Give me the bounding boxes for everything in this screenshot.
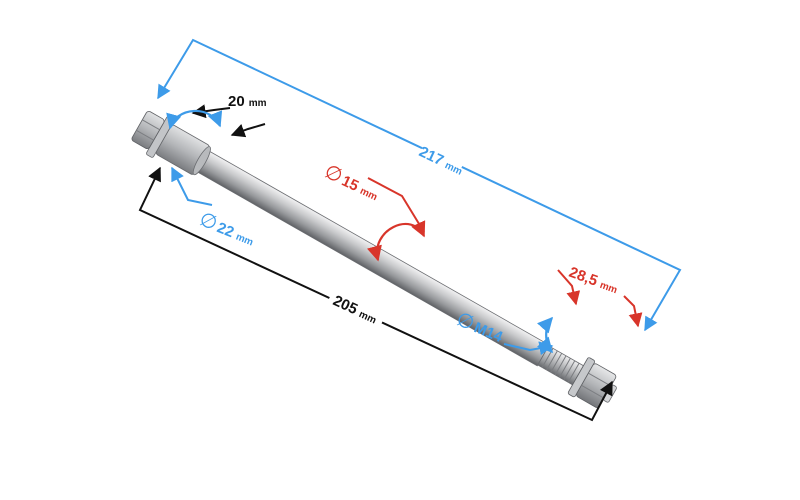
collar-length-arrow-2 bbox=[230, 123, 266, 138]
dimension-collar-length: 20 mm bbox=[191, 93, 267, 138]
collar-diameter-unit: mm bbox=[234, 232, 255, 249]
shaft-diameter-arc bbox=[367, 220, 426, 262]
shaft-diameter-leader bbox=[367, 177, 425, 233]
axle-bolt bbox=[131, 110, 617, 408]
collar-length-unit: mm bbox=[249, 98, 267, 109]
dimension-nut-size: 28,5mm bbox=[557, 264, 643, 328]
dimension-collar-diameter: ∅22mm bbox=[166, 109, 258, 250]
shank-length-line bbox=[138, 166, 613, 422]
collar-length-value: 20 bbox=[228, 93, 245, 110]
shaft-diameter-unit: mm bbox=[358, 186, 379, 204]
nut-size-unit: mm bbox=[598, 280, 619, 296]
nut-size-arrow-1 bbox=[557, 269, 581, 306]
collar-diameter-value: 22 bbox=[215, 219, 237, 241]
dimension-shaft-diameter: ∅15mm bbox=[321, 161, 426, 262]
svg-text:28,5mm: 28,5mm bbox=[567, 264, 621, 297]
collar-diameter-arc bbox=[166, 109, 223, 130]
svg-text:∅22mm: ∅22mm bbox=[196, 208, 258, 250]
nut-size-arrow-2 bbox=[623, 295, 643, 328]
bolt-head bbox=[131, 110, 165, 150]
collar-diameter-leader bbox=[171, 166, 213, 206]
dimension-shank-length: 205mm bbox=[138, 166, 613, 422]
shaft-diameter-value: 15 bbox=[339, 172, 361, 194]
thread-diameter-leader bbox=[503, 341, 554, 356]
svg-text:∅15mm: ∅15mm bbox=[321, 161, 383, 205]
